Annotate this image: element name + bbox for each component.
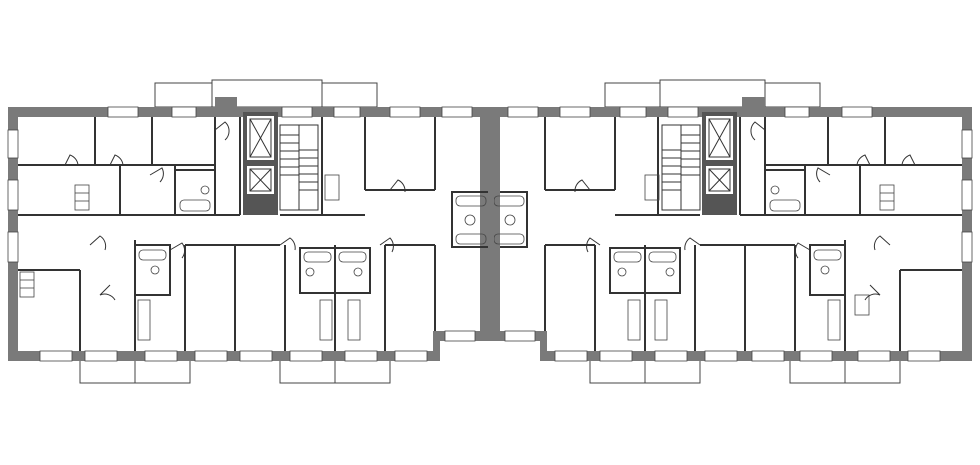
stove-icon xyxy=(74,184,90,211)
core xyxy=(243,112,319,215)
sink-icon xyxy=(665,267,675,277)
stair-icon xyxy=(661,124,701,211)
bathtub-icon xyxy=(179,199,211,212)
outer-wall xyxy=(490,97,972,361)
sink-icon xyxy=(617,267,627,277)
bathtub-icon xyxy=(338,251,367,263)
kitchens xyxy=(19,174,361,341)
stove-icon xyxy=(879,184,895,211)
windows-top xyxy=(507,106,873,118)
bathtub-icon xyxy=(455,195,487,207)
windows-side xyxy=(961,129,973,263)
sink-icon xyxy=(820,265,830,275)
door-swing-icon xyxy=(64,121,406,301)
sink-icon xyxy=(200,185,210,195)
stove-icon xyxy=(137,299,151,341)
sink-icon xyxy=(305,267,315,277)
windows-bottom xyxy=(504,330,941,362)
stove-icon xyxy=(19,271,35,298)
sink-icon xyxy=(464,214,476,226)
bathtub-icon xyxy=(303,251,332,263)
stove-icon xyxy=(654,299,668,341)
section-right xyxy=(490,79,973,384)
door-swing-icon xyxy=(574,121,916,301)
kitchens xyxy=(627,174,895,341)
stove-icon xyxy=(347,299,361,341)
windows-side xyxy=(7,129,19,263)
outer-wall xyxy=(8,97,490,361)
sink-icon xyxy=(504,214,516,226)
stove-icon xyxy=(827,299,841,341)
stove-icon xyxy=(324,174,340,201)
stove-icon xyxy=(319,299,333,341)
bathrooms xyxy=(493,169,846,296)
elevator-icon xyxy=(249,118,272,192)
stove-icon xyxy=(644,174,660,201)
core xyxy=(661,112,737,215)
stair-icon xyxy=(279,124,319,211)
bathtub-icon xyxy=(613,251,642,263)
stove-icon xyxy=(627,299,641,341)
elevator-icon xyxy=(708,118,731,192)
windows-top xyxy=(107,106,473,118)
bathtub-icon xyxy=(769,199,801,212)
windows-bottom xyxy=(39,330,476,362)
sink-icon xyxy=(150,265,160,275)
bathtub-icon xyxy=(813,249,842,261)
bathtub-icon xyxy=(455,233,487,245)
sink-icon xyxy=(353,267,363,277)
section-left xyxy=(7,79,528,384)
bathtub-icon xyxy=(138,249,167,261)
party-wall xyxy=(488,107,494,341)
stove-icon xyxy=(854,294,870,316)
bathtub-icon xyxy=(648,251,677,263)
sink-icon xyxy=(770,185,780,195)
